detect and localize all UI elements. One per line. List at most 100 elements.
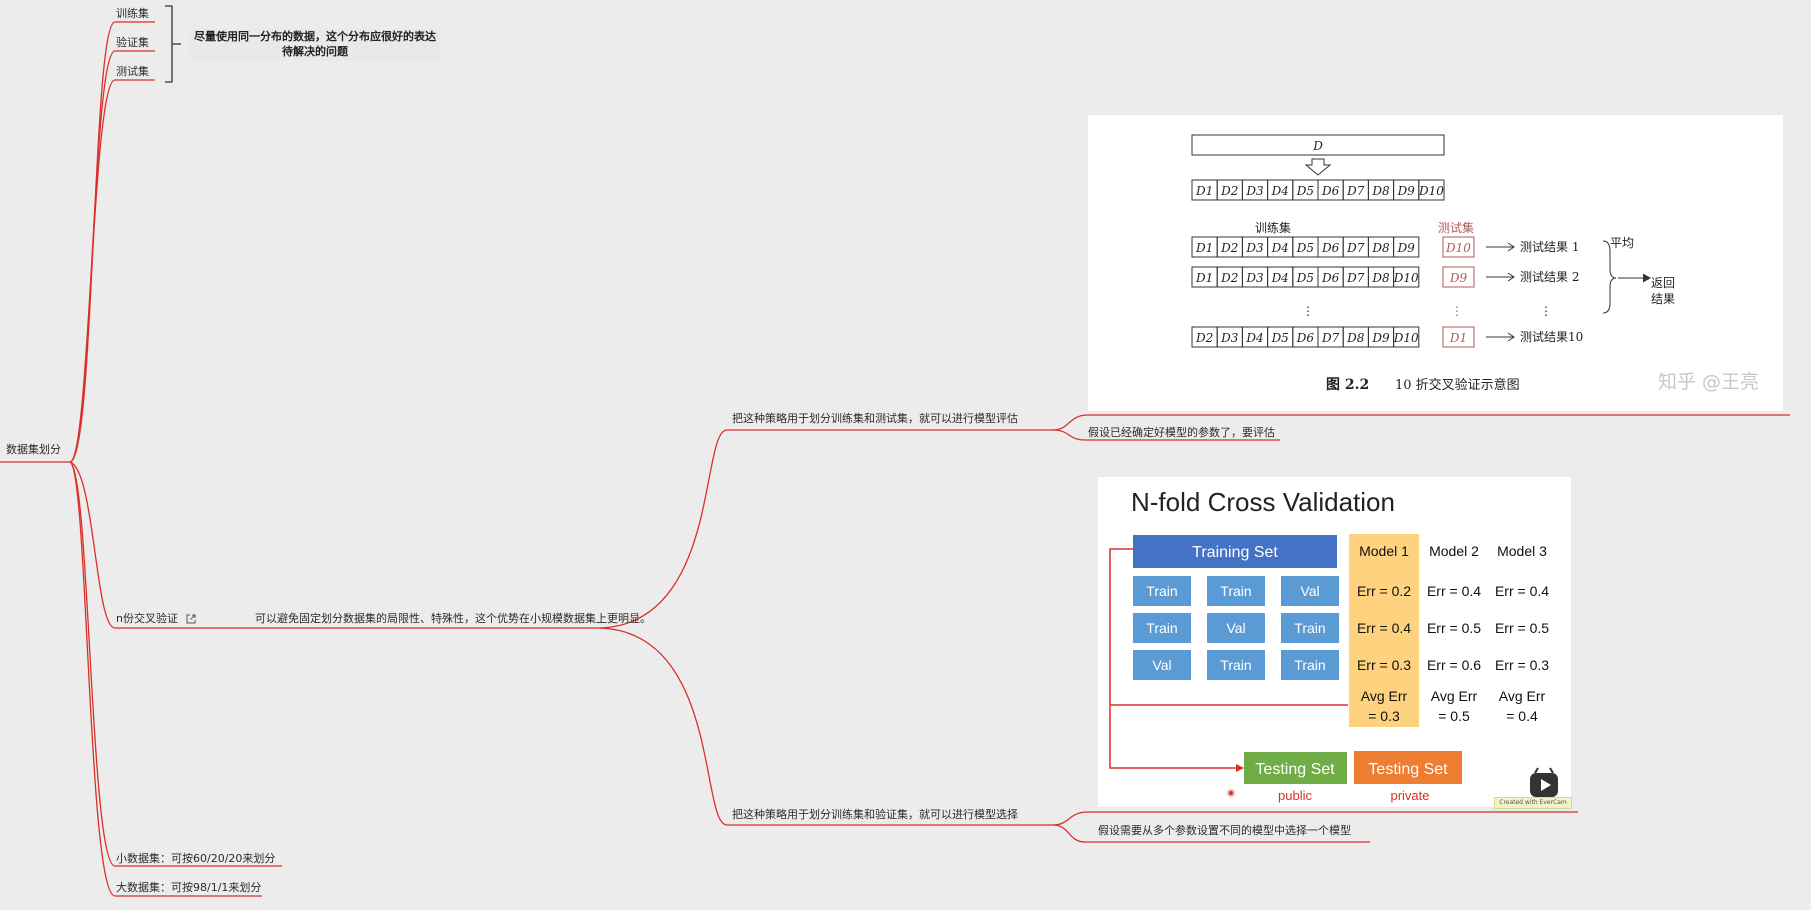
return-label: 返回 [1651, 276, 1675, 290]
partition-text: D8 [1371, 184, 1390, 198]
fold-cell [1133, 576, 1191, 606]
train-fold-cell [1393, 236, 1420, 258]
training-set-bar [1133, 535, 1337, 568]
evercam-badge: Created with EverCam [1494, 797, 1572, 809]
train-fold-cell [1393, 326, 1420, 348]
fold-cell [1133, 613, 1191, 643]
nfold-desc[interactable]: 可以避免固定划分数据集的局限性、特殊性，这个优势在小规模数据集上更明显。 [255, 612, 651, 625]
nfold-node[interactable]: n份交叉验证 [116, 612, 196, 626]
fold-cell-label: Train [1220, 583, 1251, 599]
train-fold-text: D2 [1220, 271, 1238, 285]
fold-cell-label: Train [1294, 620, 1325, 636]
partition-text: D4 [1271, 184, 1289, 198]
dots-result: ⋮ [1540, 304, 1552, 318]
public-label: public [1278, 788, 1312, 803]
train-fold-text: D8 [1346, 331, 1365, 345]
test-set-node[interactable]: 测试集 [116, 65, 149, 78]
result-arrow [1486, 272, 1515, 282]
train-fold-text: D6 [1296, 331, 1315, 345]
train-fold-text: D3 [1220, 331, 1239, 345]
test-result: 测试结果 1 [1520, 239, 1579, 254]
model-error: Err = 0.5 [1495, 620, 1549, 636]
model-header: Model 3 [1497, 543, 1547, 559]
test-label: 测试集 [1438, 220, 1474, 235]
nfold-label: n份交叉验证 [116, 612, 178, 625]
partition-text: D7 [1346, 184, 1365, 198]
train-fold-text: D8 [1371, 271, 1390, 285]
slide-title: N-fold Cross Validation [1131, 487, 1395, 517]
nfold-svg: N-fold Cross Validation Training Set Tra… [1109, 487, 1558, 803]
d-label: D [1312, 139, 1323, 153]
eval-branch-node[interactable]: 把这种策略用于划分训练集和测试集，就可以进行模型评估 [732, 412, 1018, 425]
avg-err-value: = 0.5 [1438, 708, 1470, 724]
dots-test: ⋮ [1451, 304, 1463, 318]
large-data-node[interactable]: 大数据集：可按98/1/1来划分 [116, 881, 262, 894]
model-error: Err = 0.4 [1427, 583, 1481, 599]
private-label: private [1390, 788, 1429, 803]
model1-highlight [1349, 534, 1419, 727]
test-fold-text: D9 [1449, 271, 1468, 285]
train-fold-text: D10 [1393, 271, 1419, 285]
train-fold-text: D7 [1346, 271, 1365, 285]
train-fold-text: D5 [1271, 331, 1289, 345]
result-arrow [1486, 242, 1515, 252]
testing-public-label: Testing Set [1255, 761, 1335, 778]
train-fold-text: D2 [1220, 241, 1238, 255]
root-node[interactable]: 数据集划分 [6, 443, 61, 456]
training-set-label: Training Set [1192, 544, 1278, 561]
select-branch-node[interactable]: 把这种策略用于划分训练集和验证集，就可以进行模型选择 [732, 808, 1018, 821]
testing-public-box [1244, 752, 1347, 784]
testing-private-label: Testing Set [1368, 761, 1448, 778]
train-fold-text: D5 [1296, 271, 1314, 285]
test-fold-cell [1442, 326, 1475, 348]
fold-cell-label: Train [1220, 657, 1251, 673]
train-label: 训练集 [1255, 220, 1291, 235]
fold-cell-label: Val [1152, 657, 1171, 673]
partition-text: D9 [1397, 184, 1416, 198]
train-fold-text: D4 [1271, 271, 1289, 285]
model-error: Err = 0.4 [1357, 620, 1411, 636]
select-note-node[interactable]: 假设需要从多个参数设置不同的模型中选择一个模型 [1098, 824, 1351, 837]
fold-cell [1207, 576, 1265, 606]
model-error: Err = 0.6 [1427, 657, 1481, 673]
avg-err-label: Avg Err [1499, 688, 1546, 704]
partition-cell [1418, 179, 1445, 201]
partition-text: D1 [1195, 184, 1213, 198]
model-error: Err = 0.5 [1427, 620, 1481, 636]
split-note: 尽量使用同一分布的数据，这个分布应很好的表达待解决的问题 [189, 29, 441, 61]
fold-cell [1133, 650, 1191, 680]
train-fold-text: D5 [1296, 241, 1314, 255]
train-fold-text: D1 [1195, 241, 1213, 255]
eval-note-node[interactable]: 假设已经确定好模型的参数了，要评估 [1088, 426, 1275, 439]
test-fold-text: D10 [1445, 241, 1471, 255]
test-fold-text: D1 [1449, 331, 1467, 345]
partition-text: D5 [1296, 184, 1314, 198]
external-link-icon[interactable] [186, 614, 196, 624]
train-fold-text: D6 [1321, 271, 1340, 285]
fold-cell-label: Val [1300, 583, 1319, 599]
train-fold-text: D7 [1346, 241, 1365, 255]
play-icon[interactable] [1530, 767, 1558, 797]
train-set-node[interactable]: 训练集 [116, 7, 149, 20]
small-data-node[interactable]: 小数据集：可按60/20/20来划分 [116, 852, 276, 865]
train-fold-text: D8 [1371, 241, 1390, 255]
test-fold-cell [1442, 236, 1475, 258]
fold-cell [1207, 613, 1265, 643]
brace [1602, 240, 1617, 314]
fold-cell [1281, 650, 1339, 680]
model-error: Err = 0.3 [1495, 657, 1549, 673]
train-fold-cell [1393, 266, 1420, 288]
partition-text: D10 [1418, 184, 1444, 198]
test-result: 测试结果 2 [1520, 269, 1579, 284]
val-set-node[interactable]: 验证集 [116, 36, 149, 49]
model-header: Model 2 [1429, 543, 1479, 559]
model-error: Err = 0.4 [1495, 583, 1549, 599]
model-error: Err = 0.2 [1357, 583, 1411, 599]
caption-num: 图 2.2 [1326, 377, 1369, 393]
nfold-slide[interactable]: N-fold Cross Validation Training Set Tra… [1098, 477, 1571, 807]
